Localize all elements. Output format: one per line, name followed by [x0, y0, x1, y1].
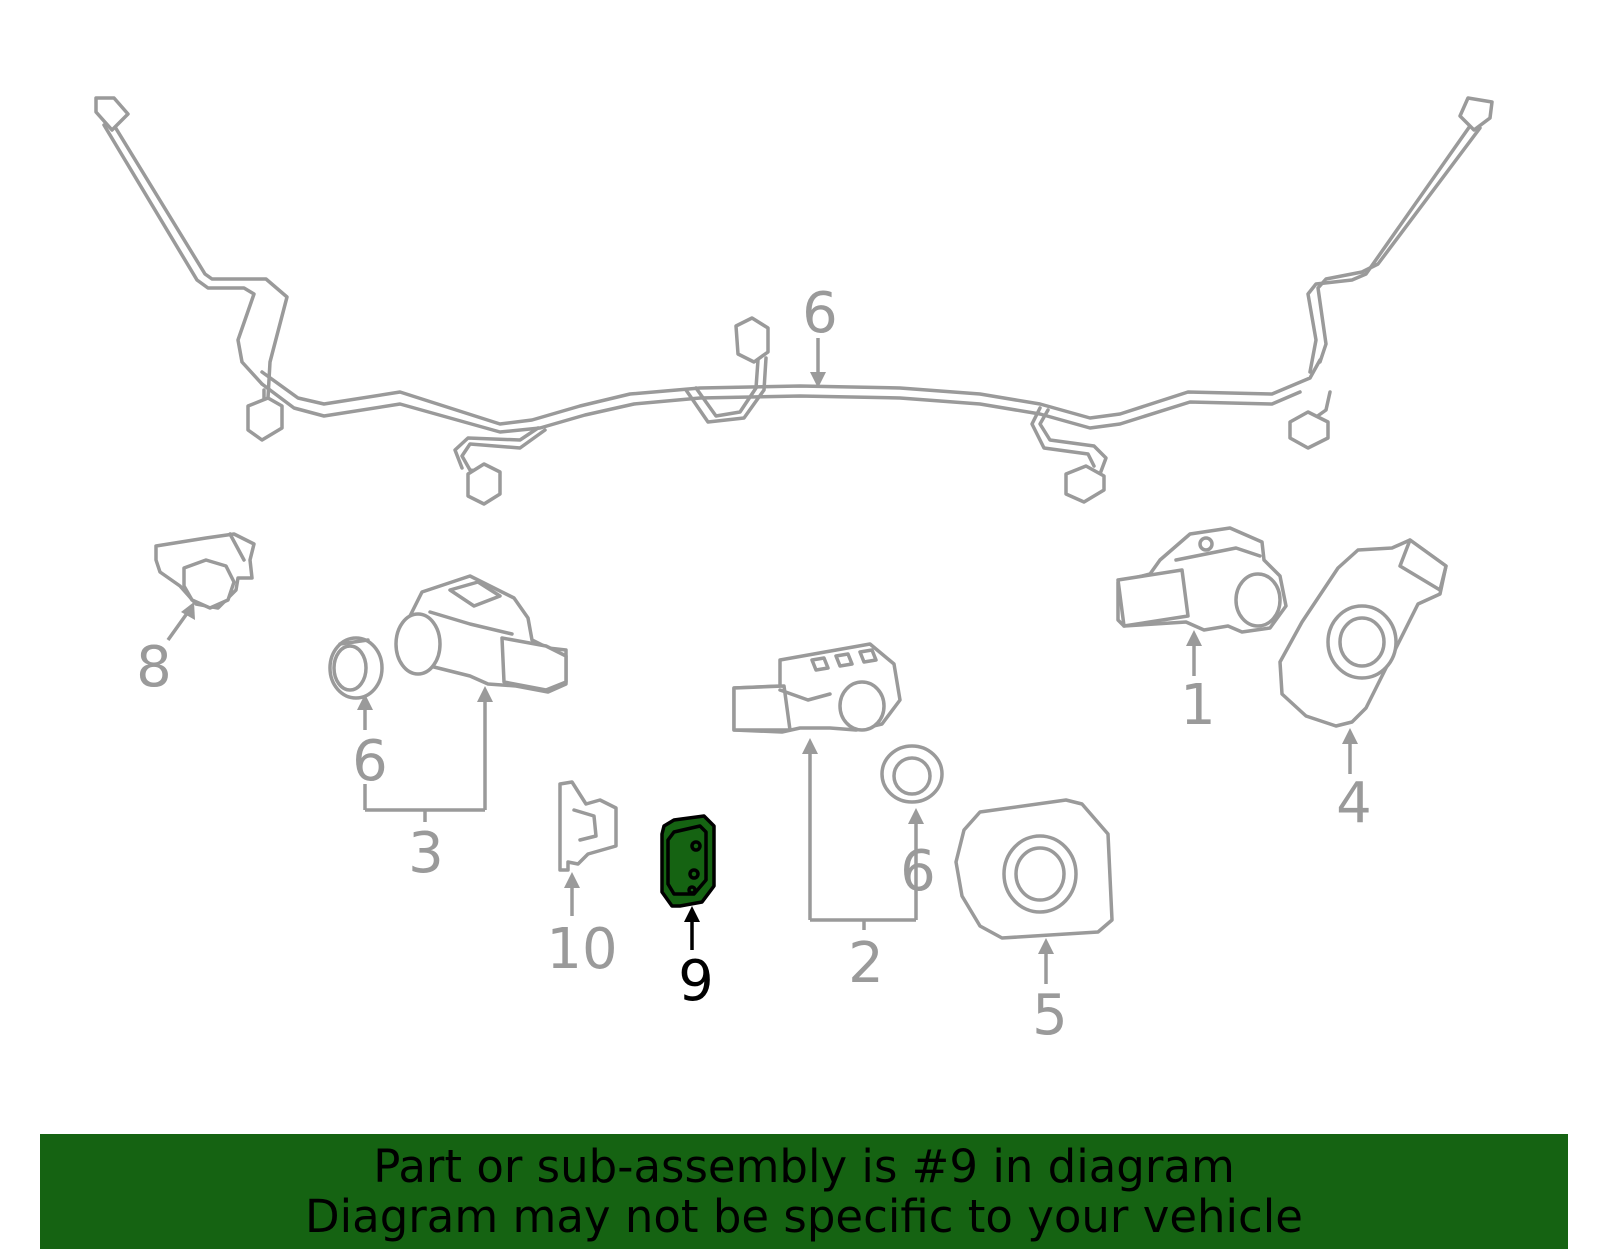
- callout-6-left: 6: [352, 729, 388, 794]
- callout-5: 5: [1032, 983, 1068, 1048]
- callout-7: 6: [802, 281, 838, 346]
- callout-labels: 6 8 6 3 10 9 2 6 5 1 4: [136, 281, 1372, 1048]
- callout-8: 8: [136, 635, 172, 700]
- sensor-holder-part-5[interactable]: [954, 798, 1114, 940]
- callout-6-right: 6: [900, 839, 936, 904]
- callout-4: 4: [1336, 771, 1372, 836]
- callout-9: 9: [678, 949, 714, 1014]
- callout-10: 10: [546, 917, 617, 982]
- retainer-part-6-left[interactable]: [328, 636, 384, 700]
- callout-2: 2: [848, 931, 884, 996]
- banner-line-part-number: Part or sub-assembly is #9 in diagram: [373, 1139, 1235, 1193]
- wiring-harness-part-7[interactable]: [94, 96, 1494, 506]
- sensor-holder-part-4[interactable]: [1278, 538, 1448, 728]
- callout-1: 1: [1180, 673, 1216, 738]
- sensor-bracket-part-8[interactable]: [154, 532, 256, 610]
- sensor-part-2[interactable]: [732, 642, 902, 734]
- retainer-part-6-right[interactable]: [880, 744, 944, 804]
- part-9-highlighted[interactable]: [660, 814, 716, 908]
- sensor-part-1[interactable]: [1116, 526, 1288, 634]
- leader-lines: [166, 338, 1358, 984]
- sensor-part-3[interactable]: [394, 574, 568, 694]
- info-banner: Part or sub-assembly is #9 in diagram Di…: [40, 1134, 1568, 1249]
- banner-line-disclaimer: Diagram may not be specific to your vehi…: [305, 1189, 1303, 1243]
- callout-3: 3: [408, 821, 444, 886]
- clip-part-10[interactable]: [558, 780, 618, 872]
